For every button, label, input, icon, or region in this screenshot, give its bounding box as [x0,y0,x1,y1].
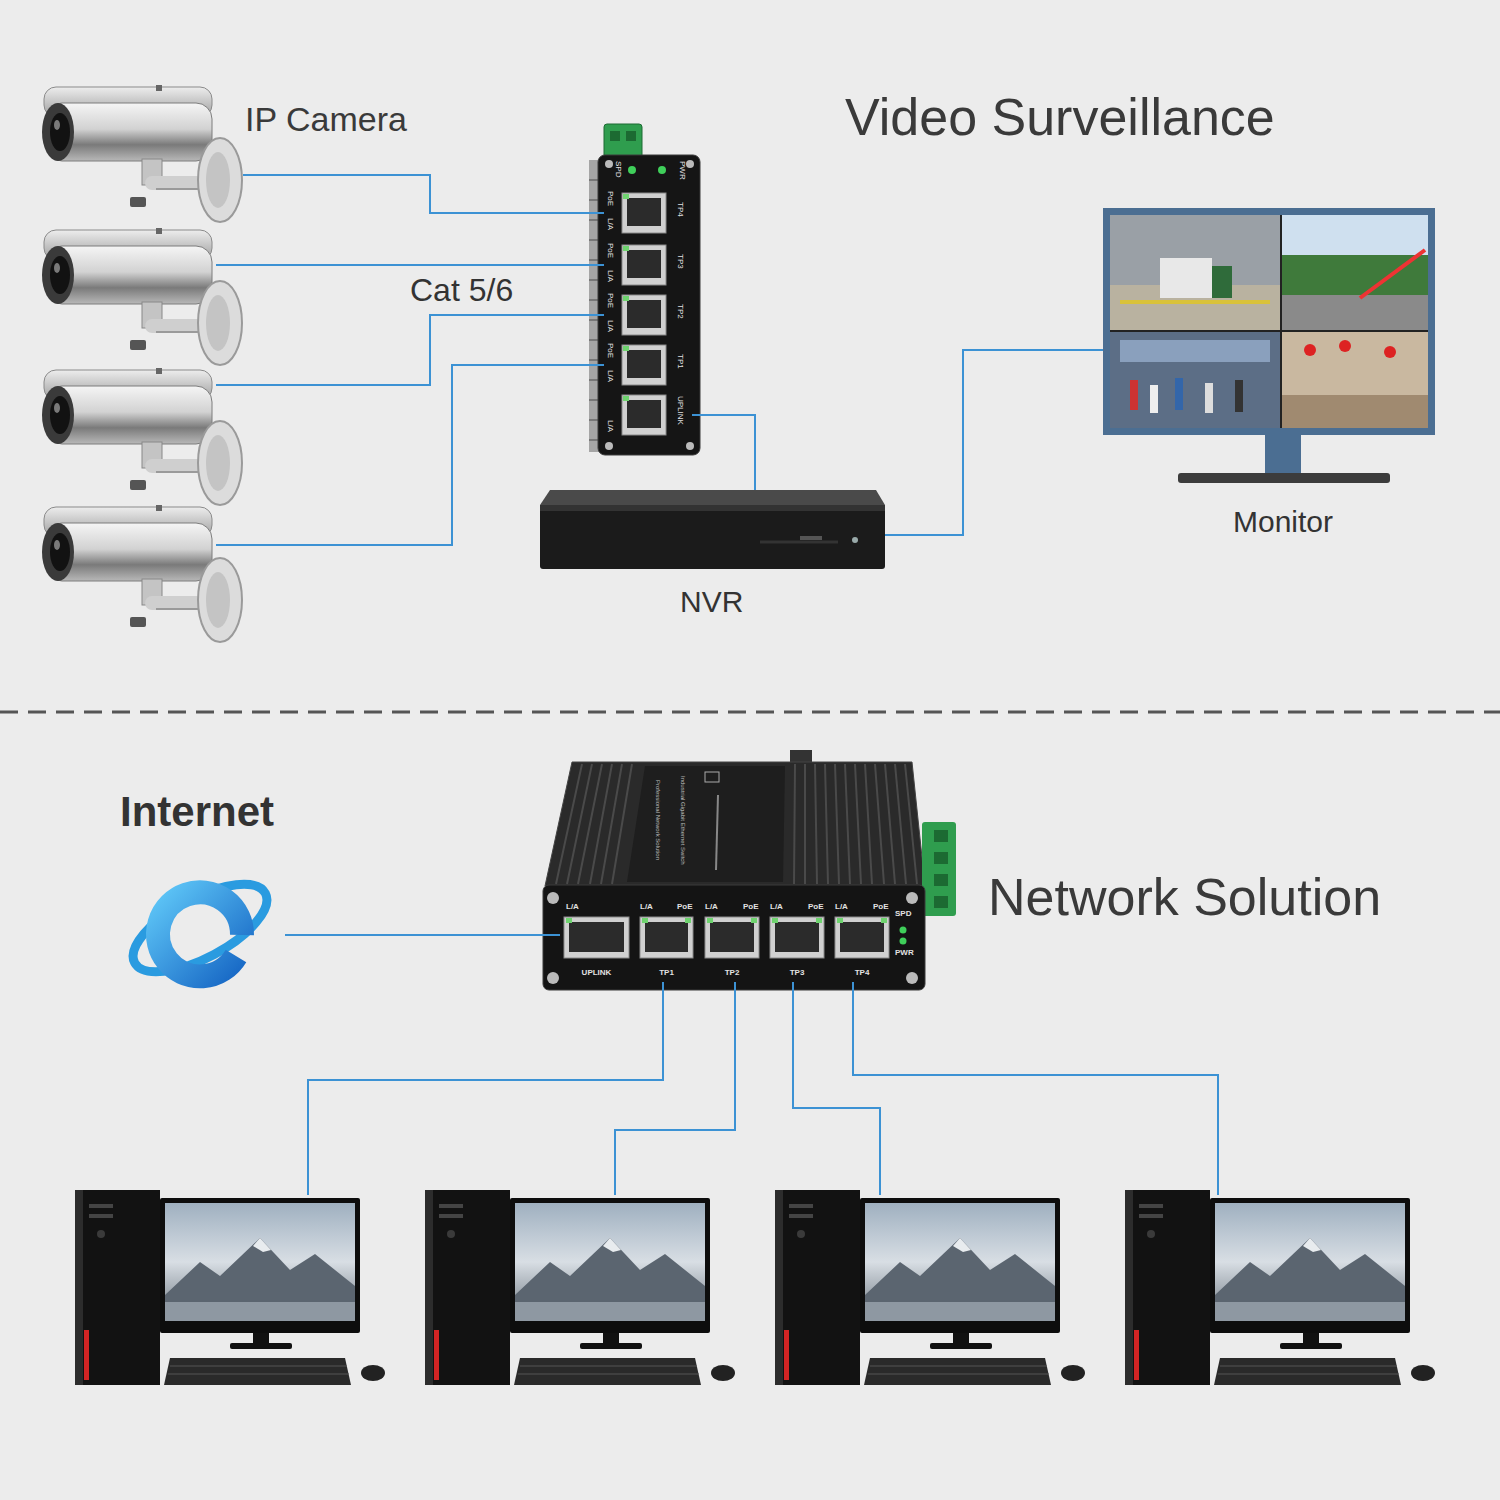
ip-camera [42,228,242,365]
product-text: Industrial Gigabit Ethernet Switch [680,776,686,865]
port-label: UPLINK [676,396,684,425]
led-label: PoE [873,902,889,911]
port-label: TP2 [676,304,684,319]
led-label: L/A [640,902,653,911]
led-label: PoE [677,902,693,911]
led-label: L/A [606,218,614,230]
computer-node [75,1195,405,1390]
camera-node [38,368,216,513]
ethernet-switch: SPD PWR L/A UPLINK L/A PoE TP1 L/A PoE TP2 L/A PoE T… [543,885,925,990]
computer-node [425,1195,755,1390]
led-label: L/A [705,902,718,911]
network-cable [692,415,755,490]
device-label: IP Camera [245,100,407,139]
product-text: Professional Network Solution [655,780,661,860]
monitor-illustration [1103,208,1435,483]
switch-port: L/A PoE TP2 [701,898,763,982]
led-label: PoE [606,243,614,258]
computer-node [775,1195,1105,1390]
network-cable [285,934,560,936]
port-label: TP3 [766,968,828,977]
uplink-port: L/A UPLINK [604,390,692,440]
led-label: PoE [743,902,759,911]
camera-node [38,228,216,373]
section-divider [0,711,1500,714]
led-label: SPD [614,161,622,177]
switch-port: PoE L/A TP3 [604,240,692,290]
network-cable [216,315,604,385]
port-label: TP3 [676,254,684,269]
camera-node [38,505,216,650]
network-cable [216,365,604,545]
led-label: L/A [606,320,614,332]
network-cable [885,350,1103,535]
computer [775,1190,1085,1385]
network-cable [243,175,604,213]
computer [75,1190,385,1385]
led-label: PoE [808,902,824,911]
led-label: L/A [606,370,614,382]
device-label: Internet [120,788,274,836]
switch-port: L/A PoE TP3 [766,898,828,982]
network-cable [308,982,663,1195]
network-cable [793,982,880,1195]
led-label: L/A [835,902,848,911]
led-label: PWR [678,161,686,180]
internet-node: Internet [118,785,285,1010]
poe-switch: SPDPWRPoEL/ATP4PoEL/ATP3PoEL/ATP2PoEL/AT… [598,155,700,455]
cable-label: Cat 5/6 [410,272,513,309]
switch-port: PoE L/A TP1 [604,340,692,390]
port-label: TP2 [701,968,763,977]
led-label: L/A [606,420,614,432]
port-label: TP1 [636,968,697,977]
led-label: L/A [566,902,579,911]
poe-switch-illustration [589,124,700,455]
section-heading: Video Surveillance [845,88,1275,148]
port-label: TP4 [831,968,893,977]
computer [1125,1190,1435,1385]
ip-camera [42,85,242,222]
switch-port: PoE L/A TP4 [604,188,692,238]
network-cable [615,982,735,1195]
internet-logo [121,867,280,989]
led-label: L/A [770,902,783,911]
computer-node [1125,1195,1455,1390]
ip-camera [42,368,242,505]
port-label: TP4 [676,202,684,217]
switch-port: L/A PoE TP1 [636,898,697,982]
section-heading: Network Solution [988,868,1381,928]
device-label: NVR [680,585,743,620]
led-label: SPD [895,909,911,918]
monitor-node: Monitor [1103,208,1435,485]
network-cable [216,264,604,266]
nvr-node: NVR [540,490,885,572]
switch-port: L/A PoE TP4 [831,898,893,982]
computer [425,1190,735,1385]
device-label: Monitor [1233,505,1333,540]
port-label: TP1 [676,354,684,369]
led-label: PoE [606,343,614,358]
camera-node: IP Camera [38,85,243,230]
led-label: PoE [606,191,614,206]
switch-port: PoE L/A TP2 [604,290,692,340]
led-label: L/A [606,270,614,282]
uplink-port: L/A UPLINK [560,898,633,982]
led-label: PWR [895,948,914,957]
port-label: UPLINK [560,968,633,977]
network-cable [853,982,1218,1195]
led-label: PoE [606,293,614,308]
nvr-illustration [540,490,885,569]
ip-camera [42,505,242,642]
ethernet-switch-illustration [543,750,956,990]
